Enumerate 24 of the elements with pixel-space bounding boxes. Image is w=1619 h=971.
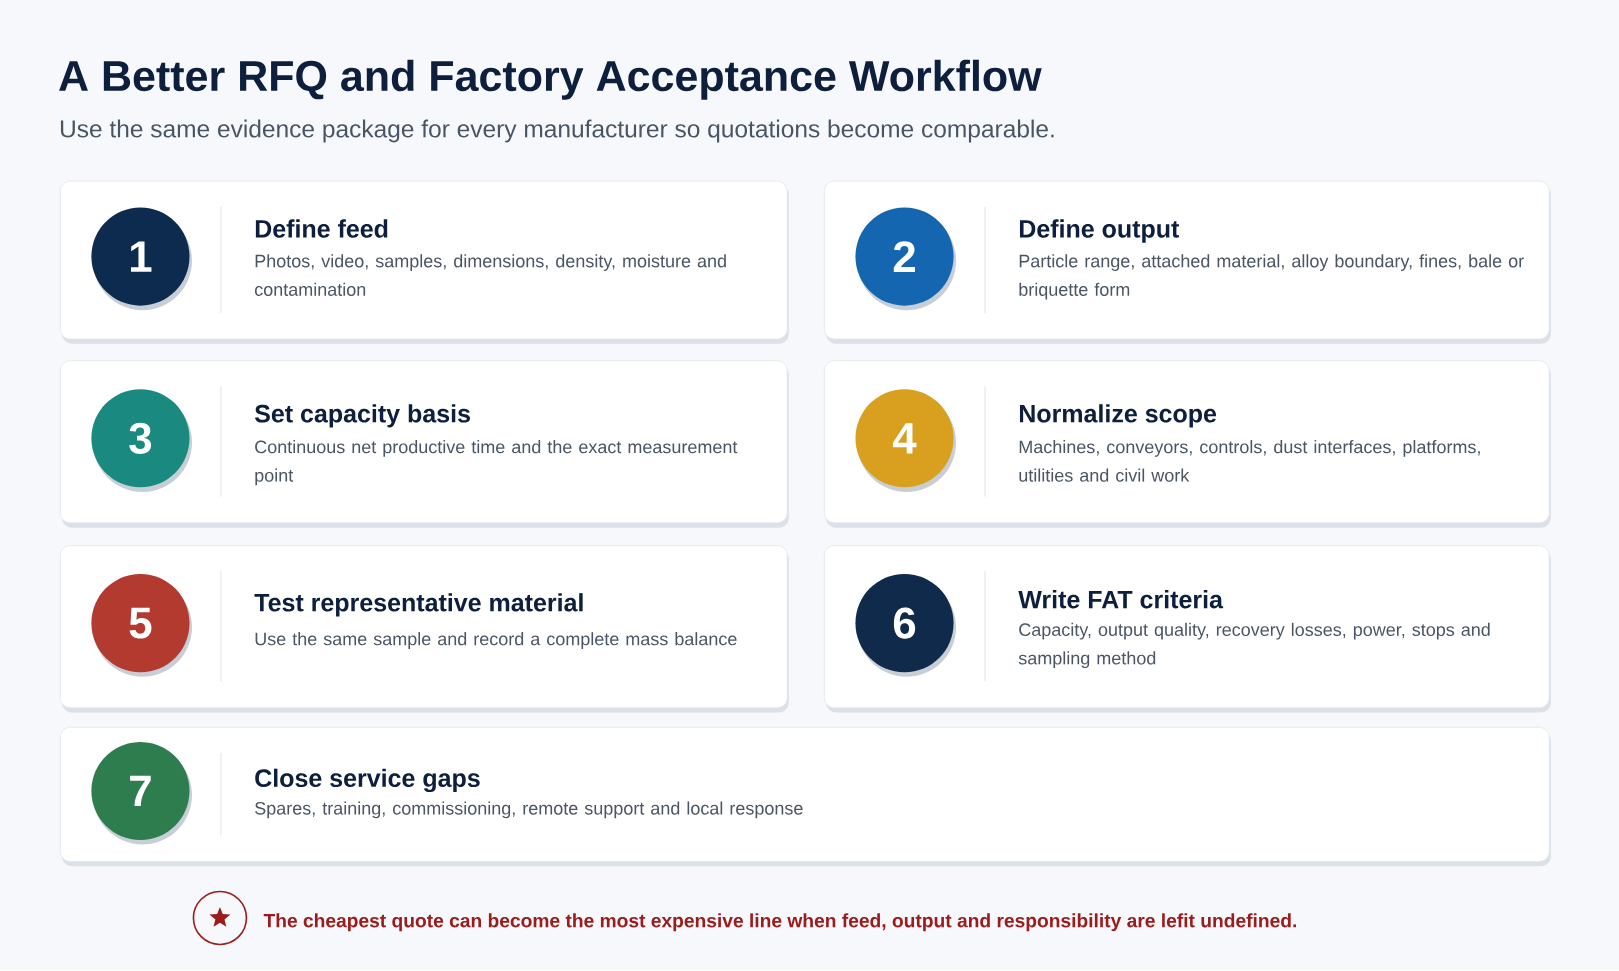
step-title: Write FAT criteria <box>1018 590 1224 609</box>
step-title: Define output <box>1019 219 1180 243</box>
step-title: Test representative material <box>254 593 583 617</box>
subtitle: Use the same evidence package for every manufacturer so quotations become comparable. <box>60 119 1054 143</box>
step-title: Normalize scope <box>1019 404 1217 428</box>
step-card <box>59 180 789 345</box>
step-card <box>59 545 789 713</box>
step-description: Use the same sample and record a complete mass balance <box>255 632 737 650</box>
step-title: Define feed <box>255 219 388 238</box>
step-card <box>823 180 1551 345</box>
step-card <box>59 360 789 528</box>
title: A Better RFQ and Factory Acceptance Workflow <box>59 59 1042 100</box>
step-title: Set capacity basis <box>254 404 470 428</box>
step-description: Continuous net productive time and the exact measurement point <box>255 440 738 486</box>
step-description: Machines, conveyors, controls, dust interfaces, platforms, utilities and civil work <box>1019 440 1480 482</box>
step-description: Capacity, output quality, recovery losses, power, stops and sampling method <box>1018 623 1490 669</box>
step-description: Particle range, attached material, alloy boundary, fines, bale or briquette form <box>1019 254 1524 300</box>
step-description: Photos, video, samples, dimensions, density, moisture and contamination <box>255 254 726 297</box>
step-card <box>823 545 1551 713</box>
step-title: Close service gaps <box>255 768 480 793</box>
step-card <box>59 727 1551 867</box>
footer-note: The cheapest quote can become the most expensive line when feed, output and responsibility are lefit undefined. <box>263 913 1297 932</box>
step-card <box>823 360 1551 528</box>
step-description: Spares, training, commissioning, remote support and local response <box>255 801 803 819</box>
